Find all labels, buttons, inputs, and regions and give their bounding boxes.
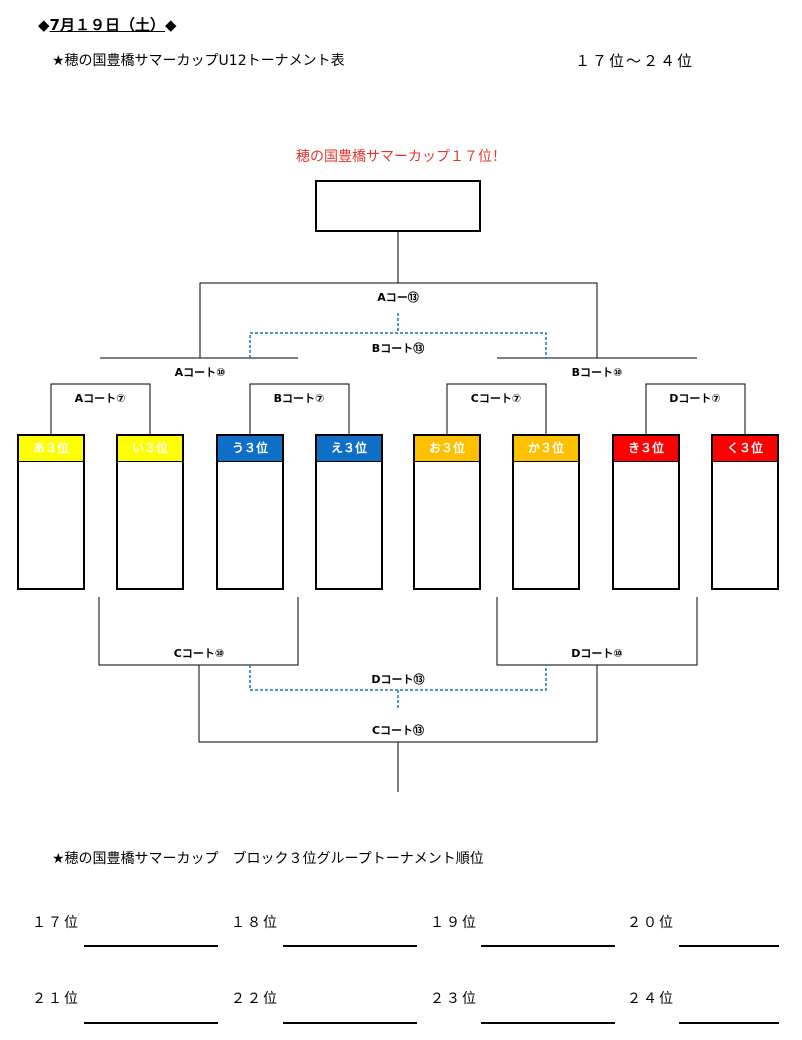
date-heading: ◆7月１９日（土）◆ xyxy=(38,14,177,35)
team-label: き３位 xyxy=(614,436,678,462)
court-label: Bコート⑦ xyxy=(271,390,327,406)
court-label: Cコート⑦ xyxy=(468,390,524,406)
place-blank[interactable] xyxy=(283,1022,417,1024)
place-blank[interactable] xyxy=(481,1022,615,1024)
winner-box[interactable] xyxy=(315,180,481,232)
court-label: Aコート⑦ xyxy=(72,390,128,406)
court-label: Cコート⑩ xyxy=(171,645,227,661)
team-box[interactable]: え３位 xyxy=(315,434,383,590)
winner-label: 穂の国豊橋サマーカップ１７位！ xyxy=(296,149,506,165)
court-label: Aコー⑬ xyxy=(375,289,421,305)
court-label: Dコート⑦ xyxy=(667,390,723,406)
team-box[interactable]: き３位 xyxy=(612,434,680,590)
court-label: Dコート⑬ xyxy=(369,671,427,687)
place-blank[interactable] xyxy=(283,945,417,947)
team-label: お３位 xyxy=(415,436,479,462)
court-label: Cコート⑬ xyxy=(369,722,427,738)
place-label: １９位 xyxy=(430,915,478,931)
court-label: Bコート⑬ xyxy=(369,340,427,356)
court-label: Bコート⑩ xyxy=(569,364,625,380)
place-blank[interactable] xyxy=(679,945,779,947)
team-label: い３位 xyxy=(118,436,182,462)
team-box[interactable]: あ３位 xyxy=(17,434,85,590)
team-box[interactable]: い３位 xyxy=(116,434,184,590)
diamond-icon: ◆ xyxy=(165,16,177,34)
place-label: １７位 xyxy=(32,915,80,931)
court-label: Dコート⑩ xyxy=(569,645,625,661)
place-blank[interactable] xyxy=(679,1022,779,1024)
place-label: １８位 xyxy=(231,915,279,931)
team-box[interactable]: う３位 xyxy=(216,434,284,590)
place-label: ２４位 xyxy=(627,991,675,1007)
team-label: あ３位 xyxy=(19,436,83,462)
team-label: か３位 xyxy=(514,436,578,462)
place-label: ２０位 xyxy=(627,915,675,931)
rankings-title: ★穂の国豊橋サマーカップ ブロック３位グループトーナメント順位 xyxy=(52,851,484,867)
rank-range: １７位～２４位 xyxy=(575,52,695,70)
team-label: く３位 xyxy=(713,436,777,462)
place-blank[interactable] xyxy=(84,1022,218,1024)
date-text: 7月１９日（土） xyxy=(49,16,165,34)
team-label: う３位 xyxy=(218,436,282,462)
tournament-title: ★穂の国豊橋サマーカップU12トーナメント表 xyxy=(52,53,345,69)
place-label: ２１位 xyxy=(32,991,80,1007)
place-label: ２３位 xyxy=(430,991,478,1007)
diamond-icon: ◆ xyxy=(38,16,50,34)
team-box[interactable]: お３位 xyxy=(413,434,481,590)
court-label: Aコート⑩ xyxy=(172,364,228,380)
team-box[interactable]: か３位 xyxy=(512,434,580,590)
team-box[interactable]: く３位 xyxy=(711,434,779,590)
team-label: え３位 xyxy=(317,436,381,462)
place-label: ２２位 xyxy=(231,991,279,1007)
place-blank[interactable] xyxy=(481,945,615,947)
place-blank[interactable] xyxy=(84,945,218,947)
